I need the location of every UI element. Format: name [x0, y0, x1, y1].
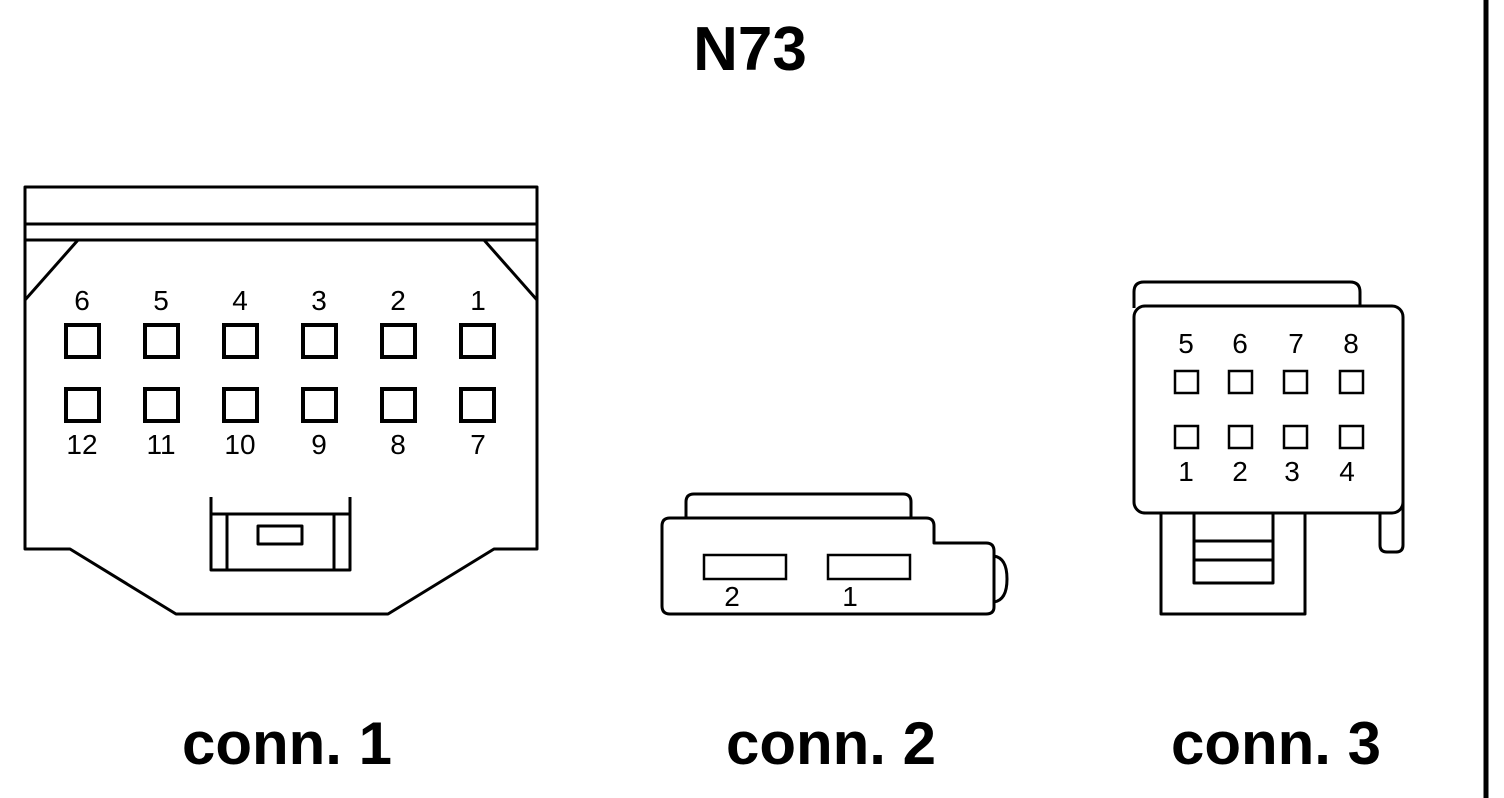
- diagram-title: N73: [693, 15, 807, 84]
- connector-3-top-tab: [1132, 280, 1362, 308]
- conn1-pin: [143, 323, 180, 359]
- conn3-pin-label: 1: [1178, 456, 1194, 487]
- connector-3-side-clip: [1378, 498, 1405, 554]
- conn2-pin: [826, 553, 912, 581]
- conn1-pin: [380, 323, 417, 359]
- conn1-pin: [222, 323, 259, 359]
- connector-1-latch: [209, 497, 352, 572]
- connector-2-body: [660, 516, 996, 616]
- conn1-pin-label: 5: [153, 285, 169, 316]
- conn3-pin: [1338, 369, 1365, 395]
- conn3-pin-label: 6: [1232, 328, 1248, 359]
- conn1-pin-label: 3: [311, 285, 327, 316]
- connector-3-body: [1132, 304, 1405, 515]
- conn1-pin: [143, 387, 180, 423]
- conn1-pin-label: 1: [470, 285, 486, 316]
- conn1-pin-label: 2: [390, 285, 406, 316]
- conn3-pin: [1227, 424, 1254, 450]
- conn3-pin: [1173, 369, 1200, 395]
- conn2-pin-label: 1: [842, 581, 858, 612]
- connector-3-latch-frame: [1159, 513, 1307, 616]
- conn3-pin-label: 5: [1178, 328, 1194, 359]
- conn2-pin: [702, 553, 788, 581]
- conn1-pin-label: 9: [311, 429, 327, 460]
- conn3-pin: [1282, 424, 1309, 450]
- conn1-pin: [380, 387, 417, 423]
- connector-1: 6 5 4 3 2 1 12 11 10 9 8 7 conn. 1: [23, 185, 539, 777]
- conn3-pin: [1227, 369, 1254, 395]
- conn1-pin-label: 8: [390, 429, 406, 460]
- conn3-pin-label: 2: [1232, 456, 1248, 487]
- conn3-pin-label: 8: [1343, 328, 1359, 359]
- conn1-pin: [459, 387, 496, 423]
- conn1-pin: [64, 387, 101, 423]
- conn1-pin-label: 6: [74, 285, 90, 316]
- conn1-pin: [222, 387, 259, 423]
- conn1-pin: [301, 323, 338, 359]
- connector-2: 2 1 conn. 2: [660, 492, 1009, 777]
- connector-2-caption: conn. 2: [726, 710, 936, 777]
- conn3-pin: [1282, 369, 1309, 395]
- conn3-pin-label: 4: [1339, 456, 1355, 487]
- conn3-pin-label: 3: [1284, 456, 1300, 487]
- conn1-pin: [301, 387, 338, 423]
- connector-3-latch: [1192, 511, 1275, 585]
- conn3-pin-label: 7: [1288, 328, 1304, 359]
- connector-1-body: [23, 185, 539, 616]
- conn1-pin: [64, 323, 101, 359]
- conn3-pin: [1173, 424, 1200, 450]
- conn1-pin-label: 10: [224, 429, 255, 460]
- connector-2-top-tab: [684, 492, 913, 518]
- conn1-pin-label: 7: [470, 429, 486, 460]
- connector-1-caption: conn. 1: [182, 710, 392, 777]
- conn3-pin: [1338, 424, 1365, 450]
- conn1-pin-label: 4: [232, 285, 248, 316]
- connector-1-right-chamfer: [482, 239, 539, 301]
- connector-1-left-chamfer: [23, 239, 80, 301]
- conn2-pin-label: 2: [724, 581, 740, 612]
- conn1-pin-label: 11: [146, 429, 175, 460]
- conn1-pin-label: 12: [66, 429, 97, 460]
- connector-3: 5 6 7 8 1 2 3 4 conn. 3: [1132, 280, 1405, 777]
- connector-2-side-bump: [993, 554, 1009, 604]
- connector-3-caption: conn. 3: [1171, 710, 1381, 777]
- conn1-pin: [459, 323, 496, 359]
